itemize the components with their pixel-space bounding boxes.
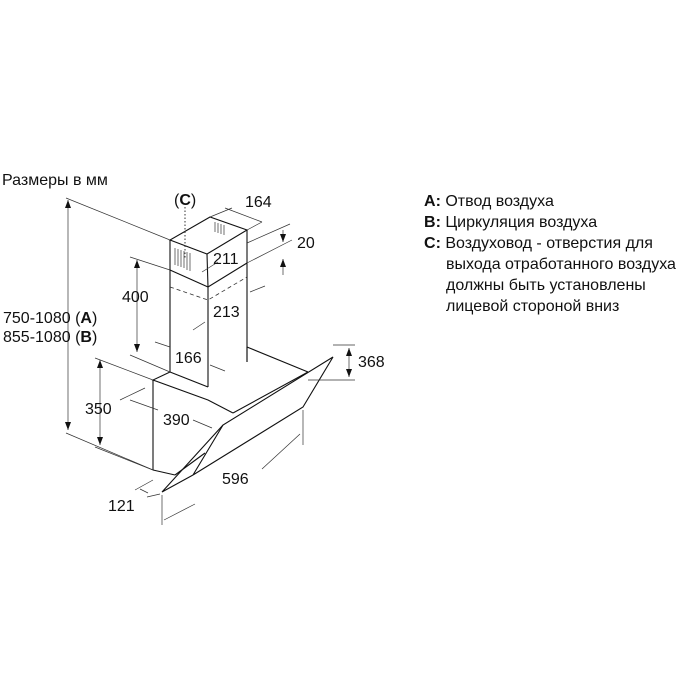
legend-item-c-line3: должны быть установлены <box>446 277 646 294</box>
drawing-title: Размеры в мм <box>2 172 108 189</box>
dim-368: 368 <box>358 354 385 371</box>
dim-121: 121 <box>108 498 135 515</box>
dim-height-b: 855-1080 (B) <box>3 329 97 346</box>
glass-panel <box>161 356 334 493</box>
label-c: (C) <box>174 192 196 209</box>
dim-213: 213 <box>213 304 240 321</box>
dim-350: 350 <box>85 401 112 418</box>
dim-164: 164 <box>245 194 272 211</box>
legend: A: Отвод воздуха B: Циркуляция воздуха C… <box>424 191 676 317</box>
dim-596: 596 <box>222 471 249 488</box>
dim-400: 400 <box>122 289 149 306</box>
legend-item-b: B: Циркуляция воздуха <box>424 214 598 231</box>
dim-20: 20 <box>297 235 315 252</box>
legend-item-c: C: Воздуховод - отверстия для <box>424 235 653 252</box>
dim-166: 166 <box>175 350 202 367</box>
hood-body <box>151 346 309 476</box>
legend-item-a: A: Отвод воздуха <box>424 193 554 210</box>
dim-390: 390 <box>163 412 190 429</box>
legend-item-c-line2: выхода отработанного воздуха <box>446 256 676 273</box>
legend-item-c-line4: лицевой стороной вниз <box>446 298 620 315</box>
dim-height-a: 750-1080 (A) <box>3 310 97 327</box>
dimension-arrows <box>65 200 352 445</box>
chimney-lower <box>169 207 248 387</box>
dim-211: 211 <box>213 251 239 268</box>
